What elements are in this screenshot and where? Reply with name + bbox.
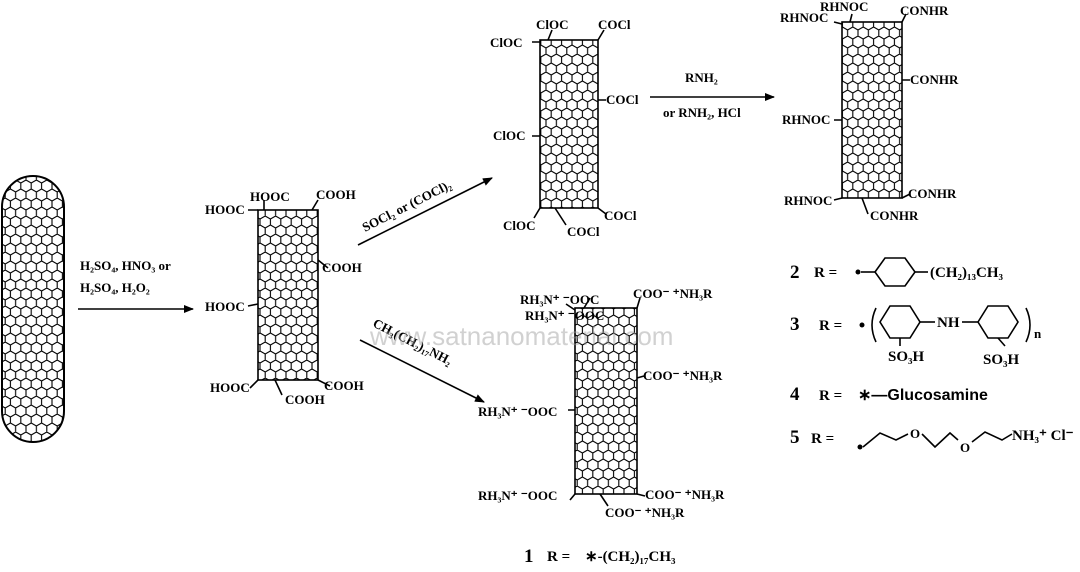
attachment-point-icon bbox=[857, 444, 863, 450]
tube3-label-5: ClOC bbox=[493, 128, 526, 143]
compound-5-oxygen-1: O bbox=[910, 426, 920, 441]
watermark: www.satnanomaterial.com bbox=[369, 321, 673, 351]
tube3-label-7: COCl bbox=[604, 208, 637, 223]
compound-3-repeat: n bbox=[1034, 326, 1042, 341]
compound-1: 1 R = ∗-(CH₂)₁₇CH₃ bbox=[524, 546, 676, 567]
compound-2-formula: (CH₂)₁₃CH₃ bbox=[930, 265, 1003, 281]
compound-1-formula: ∗-(CH₂)₁₇CH₃ bbox=[585, 549, 676, 565]
arrow-acyl-chloride: SOCl₂ or (COCl)₂ bbox=[357, 177, 493, 246]
arrow-oxidation-label-2: H₂SO₄, H₂O₂ bbox=[80, 280, 150, 295]
tube5-label-1: RH₃N⁺ ⁻OOC bbox=[520, 292, 599, 307]
arrow-amidation-label-2: or RNH₂, HCl bbox=[663, 105, 741, 120]
tube5-label-2: RH₃N⁺ ⁻OOC bbox=[525, 308, 604, 323]
tube4-label-4: CONHR bbox=[910, 72, 959, 87]
ethylene-glycol-chain-icon bbox=[862, 432, 909, 448]
ammonium-salt-nanotube: RH₃N⁺ ⁻OOC RH₃N⁺ ⁻OOC COO⁻ ⁺NH₃R COO⁻ ⁺N… bbox=[478, 286, 725, 520]
tube2-label-3: COOH bbox=[316, 187, 356, 202]
tube2-label-6: HOOC bbox=[210, 380, 250, 395]
arrow-amidation: RNH₂ or RNH₂, HCl bbox=[650, 70, 775, 120]
tube4-label-5: RHNOC bbox=[782, 112, 830, 127]
compound-4-prefix: R = bbox=[819, 388, 842, 404]
tube2-label-7: COOH bbox=[324, 378, 364, 393]
amide-nanotube: RHNOC RHNOC CONHR CONHR RHNOC RHNOC CONH… bbox=[780, 0, 959, 223]
tube3-label-8: COCl bbox=[567, 224, 600, 239]
bracket-left-icon bbox=[871, 307, 877, 343]
compound-3-formula: NH bbox=[937, 315, 960, 331]
compound-5-number: 5 bbox=[790, 427, 800, 448]
attachment-point-icon bbox=[859, 322, 865, 328]
compound-3-number: 3 bbox=[790, 314, 800, 335]
compound-3-prefix: R = bbox=[819, 318, 842, 334]
tube4-label-2: RHNOC bbox=[820, 0, 868, 14]
acyl-chloride-nanotube: ClOC ClOC COCl COCl ClOC ClOC COCl COCl bbox=[490, 17, 639, 239]
tube5-label-7: COO⁻ ⁺NH₃R bbox=[645, 487, 725, 502]
tube3-label-1: ClOC bbox=[490, 35, 523, 50]
compound-5-formula: NH₃⁺ Cl⁻ bbox=[1012, 428, 1074, 444]
attachment-point-icon bbox=[855, 269, 861, 275]
tube5-label-5: RH₃N⁺ ⁻OOC bbox=[478, 404, 557, 419]
compound-5: 5 R = O O NH₃⁺ Cl⁻ bbox=[790, 426, 1074, 455]
pristine-nanotube bbox=[1, 175, 65, 443]
tube4-label-8: CONHR bbox=[870, 208, 919, 223]
tube4-label-7: CONHR bbox=[908, 186, 957, 201]
compound-5-oxygen-2: O bbox=[960, 440, 970, 455]
arrow-amidation-label-1: RNH₂ bbox=[685, 70, 718, 85]
compound-2-prefix: R = bbox=[814, 265, 837, 281]
compound-3-sulfonate-2: SO₃H bbox=[983, 352, 1020, 368]
tube4-label-1: RHNOC bbox=[780, 10, 828, 25]
compound-2: 2 R = (CH₂)₁₃CH₃ bbox=[790, 257, 1003, 287]
tube5-label-6: RH₃N⁺ ⁻OOC bbox=[478, 488, 557, 503]
compound-4: 4 R = ∗—Glucosamine bbox=[790, 384, 988, 405]
tube3-label-6: ClOC bbox=[503, 218, 536, 233]
tube2-label-8: COOH bbox=[285, 392, 325, 407]
tube4-label-3: CONHR bbox=[900, 3, 949, 18]
compound-2-number: 2 bbox=[790, 262, 800, 283]
arrow-oxidation: H₂SO₄, HNO₃ or H₂SO₄, H₂O₂ bbox=[78, 258, 194, 313]
compound-4-formula: ∗—Glucosamine bbox=[858, 387, 988, 404]
tube5-label-4: COO⁻ ⁺NH₃R bbox=[643, 368, 723, 383]
tube3-label-4: COCl bbox=[606, 92, 639, 107]
bracket-right-icon bbox=[1025, 307, 1031, 343]
tube3-label-3: COCl bbox=[598, 17, 631, 32]
compound-3-sulfonate-1: SO₃H bbox=[888, 349, 925, 365]
compound-1-number: 1 bbox=[524, 546, 534, 567]
tube2-label-4: COOH bbox=[322, 260, 362, 275]
aniline-ring-1-icon bbox=[879, 305, 921, 339]
tube2-label-5: HOOC bbox=[205, 299, 245, 314]
compound-5-prefix: R = bbox=[811, 431, 834, 447]
carboxylated-nanotube: HOOC HOOC COOH COOH HOOC HOOC COOH COOH bbox=[205, 187, 364, 407]
compound-4-number: 4 bbox=[790, 384, 800, 405]
compound-3: 3 R = NH n SO₃H SO₃H bbox=[790, 305, 1042, 368]
tube3-label-2: ClOC bbox=[536, 17, 569, 32]
benzene-ring-icon bbox=[874, 257, 916, 287]
arrow-acyl-chloride-label: SOCl₂ or (COCl)₂ bbox=[360, 177, 454, 235]
aniline-ring-2-icon bbox=[977, 305, 1019, 339]
tube5-label-8: COO⁻ ⁺NH₃R bbox=[605, 505, 685, 520]
tube5-label-3: COO⁻ ⁺NH₃R bbox=[633, 286, 713, 301]
tube4-label-6: RHNOC bbox=[784, 193, 832, 208]
compound-1-prefix: R = bbox=[547, 549, 570, 565]
tube2-label-2: HOOC bbox=[250, 189, 290, 204]
arrow-oxidation-label-1: H₂SO₄, HNO₃ or bbox=[80, 258, 171, 273]
tube2-label-1: HOOC bbox=[205, 202, 245, 217]
